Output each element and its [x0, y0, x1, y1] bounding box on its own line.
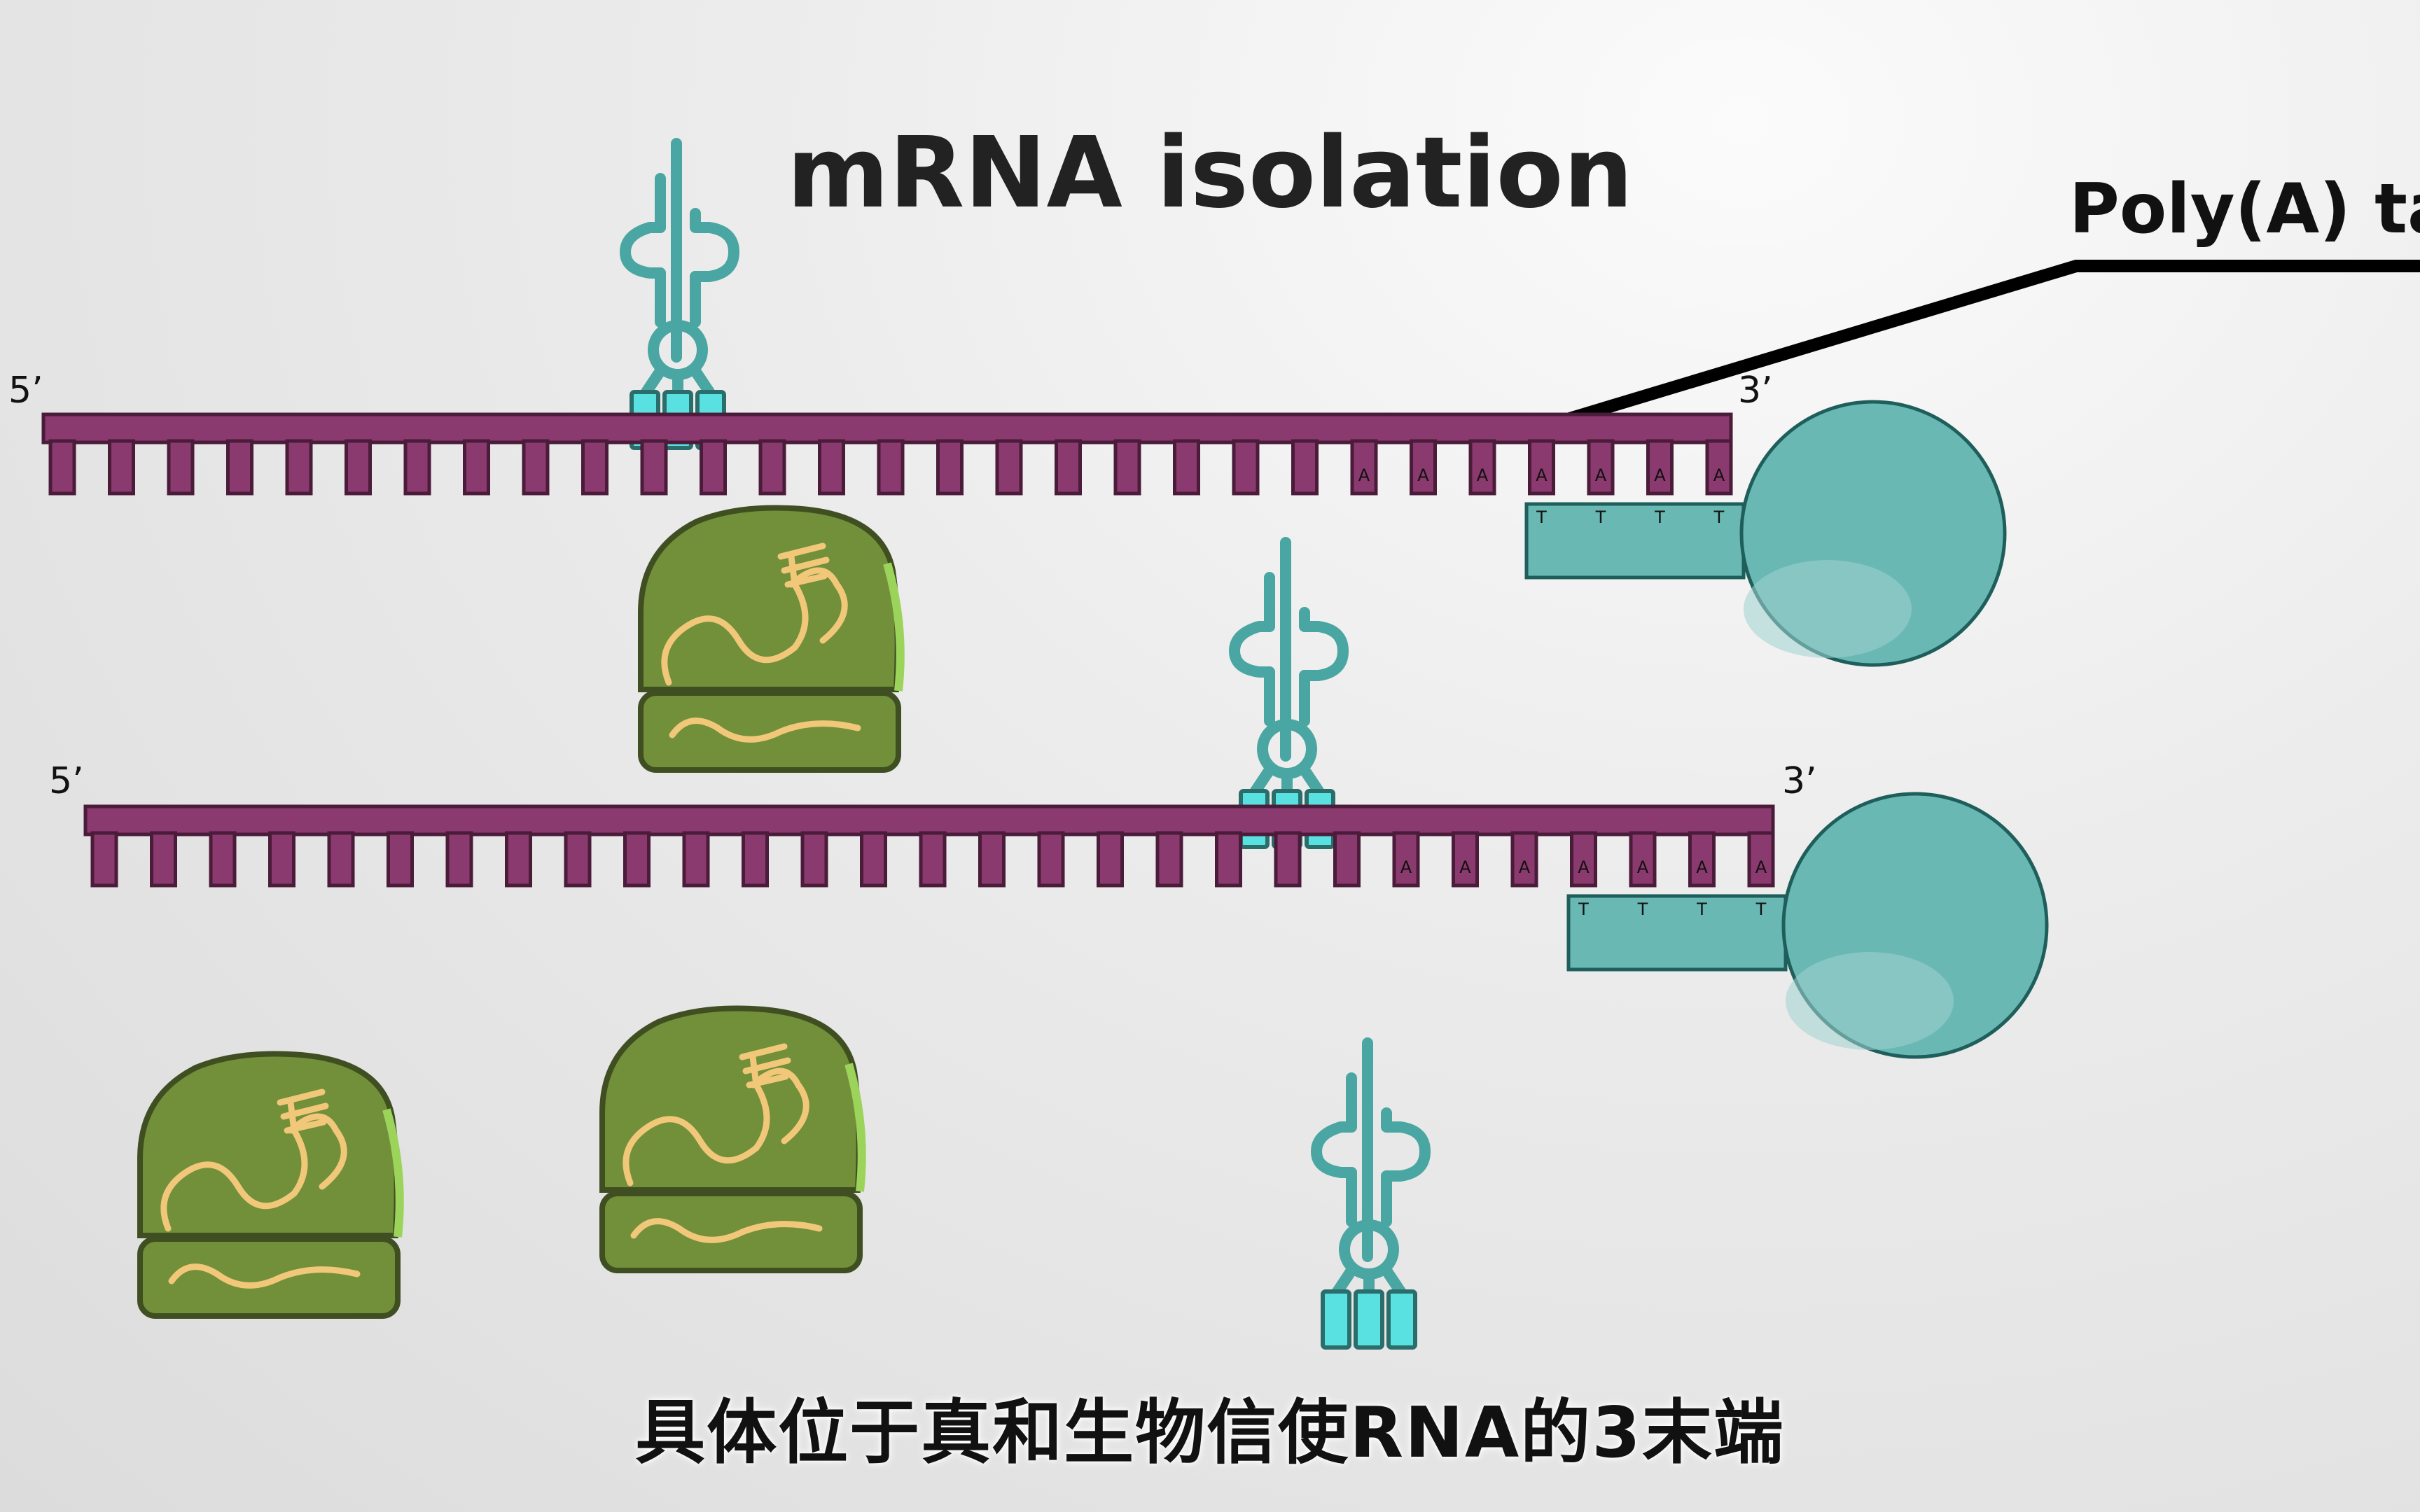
- nucleotide-tooth: [818, 439, 845, 496]
- nucleotide-tooth: [978, 831, 1006, 888]
- nucleotide-tooth: [445, 831, 473, 888]
- thymine-label: T: [1713, 507, 1725, 527]
- nucleotide-tooth: [345, 439, 372, 496]
- nucleotide-tooth: [1570, 831, 1597, 888]
- adenine-label: A: [1519, 858, 1531, 877]
- trna-icon: [1235, 542, 1343, 847]
- adenine-label: A: [1400, 858, 1412, 877]
- nucleotide-tooth: [640, 439, 668, 496]
- nucleotide-tooth: [682, 831, 710, 888]
- five-prime-label: 5’: [49, 760, 84, 802]
- three-prime-label: 3’: [1738, 370, 1773, 412]
- nucleotide-tooth: [403, 439, 431, 496]
- video-subtitle: 具体位于真和生物信使RNA的3末端: [635, 1392, 1785, 1474]
- nucleotide-tooth: [1037, 831, 1065, 888]
- thymine-label: T: [1755, 899, 1767, 919]
- nucleotide-tooth: [700, 439, 727, 496]
- poly-a-callout: Poly(A) tail: [1531, 169, 2420, 435]
- adenine-label: A: [1417, 465, 1429, 485]
- nucleotide-tooth: [877, 439, 905, 496]
- ribosome-icon: [140, 1054, 400, 1316]
- adenine-label: A: [1637, 858, 1649, 877]
- adenine-label: A: [1595, 465, 1607, 485]
- nucleotide-tooth: [1113, 439, 1141, 496]
- nucleotide-tooth: [1291, 439, 1319, 496]
- nucleotide-tooth: [758, 439, 786, 496]
- nucleotide-tooth: [463, 439, 490, 496]
- nucleotide-tooth: [387, 831, 414, 888]
- five-prime-label: 5’: [8, 370, 43, 412]
- thymine-label: T: [1536, 507, 1547, 527]
- nucleotide-tooth: [1510, 831, 1538, 888]
- nucleotide-tooth: [505, 831, 532, 888]
- thymine-label: T: [1696, 899, 1707, 919]
- nucleotide-tooth: [800, 831, 828, 888]
- nucleotide-tooth: [327, 831, 355, 888]
- nucleotide-tooth: [564, 831, 592, 888]
- nucleotide-tooth: [860, 831, 887, 888]
- nucleotide-tooth: [1688, 831, 1716, 888]
- nucleotide-tooth: [1055, 439, 1082, 496]
- nucleotide-tooth: [90, 831, 118, 888]
- nucleotide-tooth: [1587, 439, 1615, 496]
- thymine-label: T: [1578, 899, 1589, 919]
- nucleotide-tooth: [1232, 439, 1260, 496]
- nucleotide-tooth: [742, 831, 769, 888]
- adenine-label: A: [1654, 465, 1666, 485]
- diagram-title: mRNA isolation: [787, 116, 1634, 230]
- nucleotide-tooth: [522, 439, 550, 496]
- nucleotide-tooth: [209, 831, 237, 888]
- adenine-label: A: [1696, 858, 1708, 877]
- nucleotide-tooth: [1333, 831, 1361, 888]
- nucleotide-tooth: [226, 439, 253, 496]
- nucleotide-tooth: [1747, 831, 1775, 888]
- nucleotide-tooth: [995, 439, 1023, 496]
- adenine-label: A: [1477, 465, 1489, 485]
- trna-icon: [1316, 1043, 1425, 1348]
- mrna-strand-top: A A A A A A A T T T T 5’ 3’: [8, 370, 2007, 667]
- nucleotide-tooth: [167, 439, 195, 496]
- nucleotide-tooth: [1350, 439, 1378, 496]
- nucleotide-tooth: [1629, 831, 1657, 888]
- nucleotide-tooth: [623, 831, 651, 888]
- nucleotide-tooth: [1705, 439, 1733, 496]
- adenine-label: A: [1713, 465, 1725, 485]
- trna-icon: [625, 144, 734, 448]
- adenine-label: A: [1578, 858, 1590, 877]
- adenine-label: A: [1755, 858, 1767, 877]
- nucleotide-tooth: [48, 439, 76, 496]
- nucleotide-tooth: [919, 831, 947, 888]
- thymine-label: T: [1654, 507, 1665, 527]
- nucleotide-tooth: [1468, 439, 1496, 496]
- nucleotide-tooth: [268, 831, 295, 888]
- ribosome-icon: [641, 507, 900, 770]
- mrna-strand-bottom: A A A A A A A T T T T 5’ 3’: [49, 760, 2049, 1059]
- nucleotide-tooth: [108, 439, 135, 496]
- nucleotide-tooth: [1155, 831, 1183, 888]
- nucleotide-tooth: [1097, 831, 1124, 888]
- nucleotide-tooth: [1274, 831, 1302, 888]
- nucleotide-tooth: [1410, 439, 1437, 496]
- adenine-label: A: [1358, 465, 1370, 485]
- nucleotide-tooth: [1646, 439, 1674, 496]
- nucleotide-tooth: [1215, 831, 1242, 888]
- thymine-label: T: [1595, 507, 1606, 527]
- nucleotide-tooth: [1452, 831, 1479, 888]
- nucleotide-tooth: [1173, 439, 1200, 496]
- poly-a-tail-label: Poly(A) tail: [2069, 169, 2420, 249]
- nucleotide-tooth: [150, 831, 177, 888]
- nucleotide-tooth: [285, 439, 313, 496]
- ribosome-icon: [602, 1008, 862, 1270]
- thymine-label: T: [1637, 899, 1648, 919]
- nucleotide-tooth: [581, 439, 609, 496]
- nucleotide-tooth: [1528, 439, 1555, 496]
- three-prime-label: 3’: [1782, 760, 1817, 802]
- adenine-label: A: [1536, 465, 1548, 485]
- nucleotide-tooth: [936, 439, 964, 496]
- nucleotide-tooth: [1392, 831, 1420, 888]
- adenine-label: A: [1459, 858, 1471, 877]
